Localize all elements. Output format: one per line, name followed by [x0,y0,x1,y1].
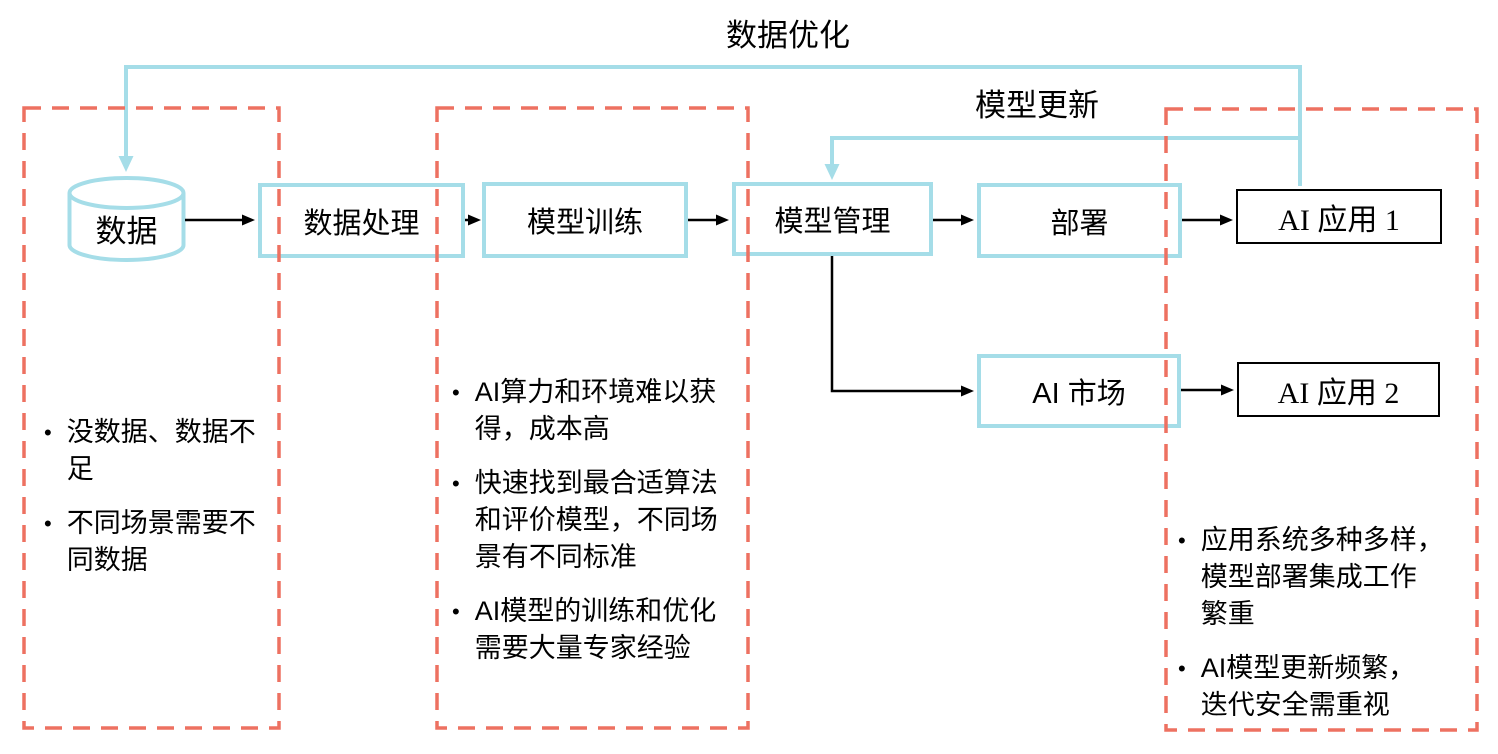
node-model-training: 模型训练 [482,182,688,258]
bullet-dot: • [1178,656,1186,681]
node-ai-app-2: AI 应用 2 [1237,362,1440,417]
bullet-dot: • [452,599,460,624]
data-painpoints-list: • 没数据、数据不 足 • 不同场景需要不 同数据 [44,414,284,596]
arrow-management-to-market [830,256,974,397]
bullet-item: • 没数据、数据不 足 [44,414,284,488]
bullet-text: 没数据、数据不 足 [66,417,256,484]
bullet-text: 不同场景需要不 同数据 [66,508,256,575]
bullet-item: • 不同场景需要不 同数据 [44,505,284,579]
bullet-dot: • [1178,528,1186,553]
node-ai-app-1-label: AI 应用 1 [1278,203,1400,237]
training-painpoints-list: • AI算力和环境难以获 得，成本高 • 快速找到最合适算法 和评价模型，不同场 景有… [452,374,752,684]
node-data-processing: 数据处理 [258,183,465,258]
node-model-management-label: 模型管理 [774,206,891,238]
bullet-item: • AI模型更新频繁， 迭代安全需重视 [1178,650,1478,724]
application-painpoints-list: • 应用系统多种多样， 模型部署集成工作 繁重 • AI模型更新频繁， 迭代安全需重视 [1178,522,1478,741]
bullet-text: AI算力和环境难以获 得，成本高 [474,377,717,444]
node-ai-market-label: AI 市场 [1032,378,1126,410]
bullet-item: • 快速找到最合适算法 和评价模型，不同场 景有不同标准 [452,465,752,576]
bullet-item: • 应用系统多种多样， 模型部署集成工作 繁重 [1178,522,1478,633]
node-data-processing-label: 数据处理 [303,207,420,240]
bullet-item: • AI算力和环境难以获 得，成本高 [452,374,752,448]
model-update-label: 模型更新 [975,88,1099,123]
data-optimization-label: 数据优化 [726,18,850,53]
bullet-dot: • [452,380,460,405]
bullet-text: AI模型的训练和优化 需要大量专家经验 [474,596,717,663]
node-ai-market: AI 市场 [977,354,1181,428]
bullet-dot: • [44,420,52,445]
node-deployment: 部署 [977,183,1182,258]
node-model-training-label: 模型训练 [526,207,643,239]
model-update-feedback-arrow [824,136,1300,180]
node-ai-app-1: AI 应用 1 [1236,189,1442,244]
bullet-text: AI模型更新频繁， 迭代安全需重视 [1200,653,1416,720]
node-deployment-label: 部署 [1050,207,1109,240]
node-model-management: 模型管理 [732,182,933,256]
bullet-text: 快速找到最合适算法 和评价模型，不同场 景有不同标准 [474,468,718,572]
node-ai-app-2-label: AI 应用 2 [1277,376,1400,410]
bullet-item: • AI模型的训练和优化 需要大量专家经验 [452,593,752,667]
bullet-text: 应用系统多种多样， 模型部署集成工作 繁重 [1200,525,1444,629]
data-node-label: 数据 [95,214,158,249]
bullet-dot: • [452,471,460,496]
bullet-dot: • [44,511,52,536]
